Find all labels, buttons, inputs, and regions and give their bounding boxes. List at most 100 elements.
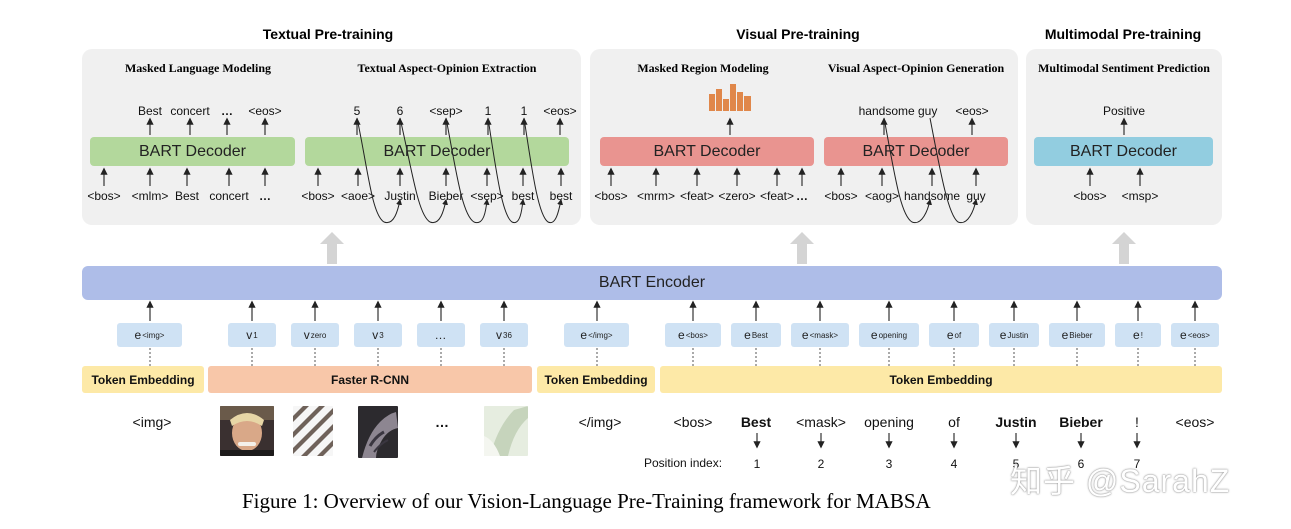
input-word: of [948,414,960,430]
input-word: <img> [132,414,172,430]
embedding-box: e<bos> [665,323,721,347]
input-word: <mask> [796,414,846,430]
position-number: 2 [817,457,825,471]
input-word: Best [740,414,772,430]
face-thumbnail [220,406,274,456]
input-word: Justin [995,414,1037,430]
mrm-input-token: <feat> [759,189,795,203]
task-title-msp: Multimodal Sentiment Prediction [1038,61,1210,75]
input-word: Bieber [1059,414,1103,430]
light-region-thumbnail [484,406,528,456]
taoe-input-token: <bos> [301,189,335,203]
section-title-multimodal: Multimodal Pre-training [1044,26,1202,42]
msp-input-token: <bos> [1073,189,1107,203]
task-title-mlm: Masked Language Modeling [124,61,271,75]
mlm-output-token: Best [137,104,163,118]
input-word: opening [864,414,914,430]
taoe-input-token: Justin [384,189,416,203]
vaog-output-token: handsome guy [858,104,938,118]
embedding-box: e! [1115,323,1161,347]
decoder-vaog: BART Decoder [824,137,1008,166]
msp-input-token: <msp> [1121,189,1159,203]
taoe-output-token: 1 [520,104,528,118]
position-number: 6 [1077,457,1085,471]
taoe-input-token: best [511,189,535,203]
big-up-arrows [320,232,1136,264]
taoe-output-token: 6 [396,104,404,118]
mrm-input-token: <bos> [594,189,628,203]
mlm-input-token: … [259,189,271,203]
faster-rcnn-band: Faster R-CNN [208,366,532,393]
mrm-input-token: <feat> [679,189,715,203]
input-word: … [435,414,449,430]
position-number: 4 [950,457,958,471]
taoe-input-token: <aoe> [340,189,376,203]
mlm-input-token: Best [174,189,200,203]
decoder-mlm: BART Decoder [90,137,295,166]
mlm-input-token: concert [209,189,249,203]
token-embedding-band-img: Token Embedding [82,366,204,393]
embedding-box: e<img> [117,323,182,347]
vaog-input-token: handsome [903,189,961,203]
mlm-output-token: concert [170,104,210,118]
taoe-output-token: <sep> [429,104,463,118]
taoe-input-token: best [549,189,573,203]
input-word: <eos> [1175,414,1215,430]
arm-tattoo-thumbnail [358,406,398,458]
token-embedding-band-text: Token Embedding [660,366,1222,393]
decoder-taoe: BART Decoder [305,137,569,166]
position-number: 7 [1133,457,1141,471]
mlm-output-token: … [221,104,233,118]
taoe-output-token: 1 [484,104,492,118]
embedding-box: … [417,323,465,347]
embedding-box: e</img> [564,323,629,347]
task-title-mrm: Masked Region Modeling [637,61,769,75]
section-title-visual: Visual Pre-training [736,26,860,42]
figure-caption: Figure 1: Overview of our Vision-Languag… [242,489,931,513]
mrm-input-token: <mrm> [636,189,676,203]
position-number: 5 [1012,457,1020,471]
bar-features-icon [709,84,751,111]
task-title-taoe: Textual Aspect-Opinion Extraction [357,61,537,75]
vaog-input-token: <aog> [864,189,900,203]
mlm-output-token: <eos> [248,104,282,118]
taoe-input-token: Bieber [428,189,464,203]
vaog-output-token: <eos> [955,104,989,118]
vaog-input-token: guy [966,189,986,203]
embedding-box: e<mask> [791,323,849,347]
embedding-box: e<eos> [1171,323,1219,347]
input-word: <bos> [673,414,713,430]
input-word: </img> [578,414,622,430]
input-word: ! [1135,414,1139,430]
masked-region-thumbnail [293,406,333,456]
mlm-input-token: <bos> [87,189,121,203]
vaog-input-token: <bos> [824,189,858,203]
taoe-input-token: <sep> [470,189,504,203]
position-number: 3 [885,457,893,471]
task-title-vaog: Visual Aspect-Opinion Generation [827,61,1005,75]
taoe-output-token: 5 [353,104,361,118]
mrm-input-token: <zero> [718,189,756,203]
decoder-msp: BART Decoder [1034,137,1213,166]
position-number: 1 [753,457,761,471]
msp-output-token: Positive [1102,104,1146,118]
bart-encoder: BART Encoder [82,266,1222,300]
position-index-label: Position index: [644,456,723,470]
section-title-textual: Textual Pre-training [262,26,394,42]
mrm-input-token: … [796,189,808,203]
mlm-input-token: <mlm> [131,189,169,203]
taoe-output-token: <eos> [543,104,577,118]
token-embedding-band-close-img: Token Embedding [537,366,655,393]
watermark-text: 知乎 @SarahZ [1010,463,1231,499]
decoder-mrm: BART Decoder [600,137,814,166]
